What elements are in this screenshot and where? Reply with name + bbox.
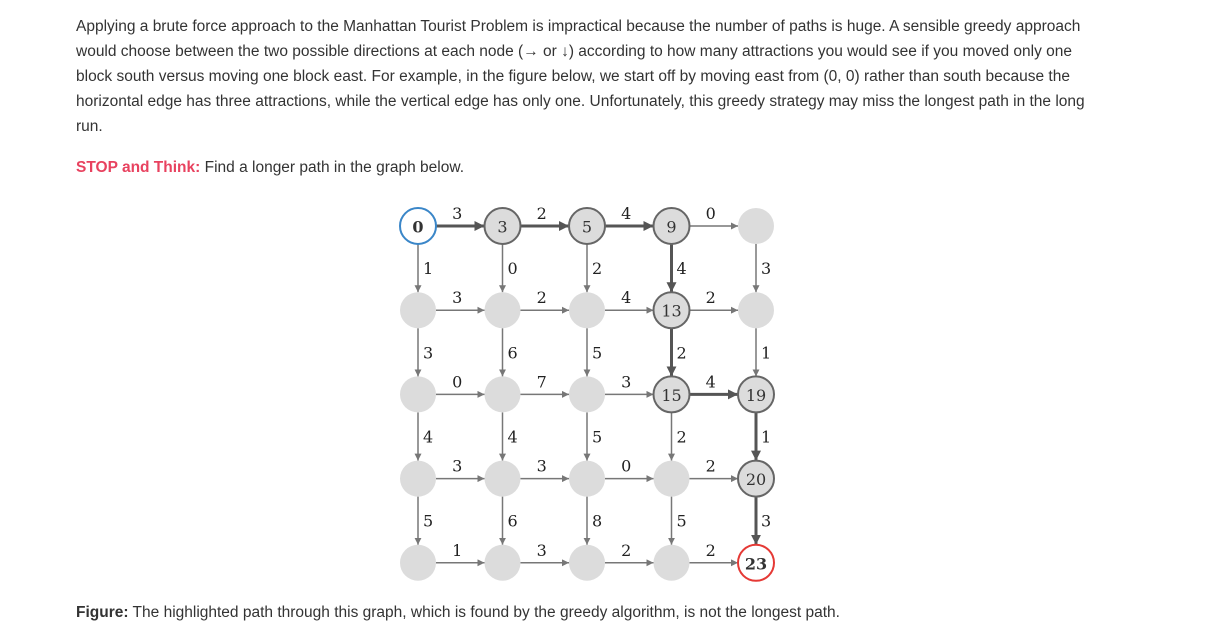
weight-v-3-4: 3 — [761, 512, 771, 531]
node-2-2 — [569, 376, 605, 413]
node-3-0 — [400, 460, 436, 497]
node-4-3 — [653, 544, 690, 581]
weight-h-4-2: 2 — [621, 541, 631, 560]
caption-label: Figure: — [76, 604, 129, 621]
weight-h-4-1: 3 — [537, 541, 547, 560]
node-2-0 — [400, 376, 436, 413]
stop-and-think-text: Find a longer path in the graph below. — [200, 159, 464, 176]
node-value-2-4: 19 — [746, 386, 766, 405]
node-0-1 — [483, 207, 522, 245]
weight-h-4-3: 2 — [706, 541, 716, 560]
node-value-0-3: 9 — [666, 218, 676, 237]
node-value-4-4: 23 — [745, 554, 767, 573]
weight-v-2-4: 1 — [761, 428, 771, 447]
node-0-0 — [399, 207, 437, 245]
node-3-4 — [737, 459, 775, 498]
weight-h-1-3: 2 — [706, 288, 716, 307]
weight-v-1-0: 3 — [423, 343, 433, 362]
node-value-0-0: 0 — [412, 218, 423, 237]
weight-v-0-1: 0 — [508, 259, 518, 278]
stop-and-think: STOP and Think: Find a longer path in th… — [76, 155, 464, 180]
node-1-4 — [738, 292, 774, 329]
node-value-0-2: 5 — [582, 218, 592, 237]
weight-v-0-4: 3 — [761, 259, 771, 278]
node-1-0 — [400, 292, 436, 329]
weight-v-2-2: 5 — [592, 428, 602, 447]
node-2-1 — [484, 376, 521, 413]
intro-paragraph: Applying a brute force approach to the M… — [76, 18, 1085, 135]
weight-v-1-2: 5 — [592, 343, 602, 362]
weight-h-2-0: 0 — [452, 372, 462, 391]
caption-text: The highlighted path through this graph,… — [128, 604, 840, 621]
weight-h-1-2: 4 — [621, 288, 631, 307]
node-3-1 — [484, 460, 521, 497]
node-3-2 — [569, 460, 605, 497]
weight-h-2-1: 7 — [537, 372, 547, 391]
node-2-4 — [737, 375, 775, 414]
figure-caption: Figure: The highlighted path through thi… — [76, 600, 840, 625]
weight-h-3-0: 3 — [452, 457, 462, 476]
weight-v-3-2: 8 — [592, 512, 602, 531]
node-1-1 — [484, 292, 521, 329]
node-value-0-1: 3 — [497, 218, 507, 237]
node-4-2 — [569, 544, 605, 581]
weight-h-0-3: 0 — [706, 204, 716, 223]
weight-v-2-0: 4 — [423, 428, 433, 447]
weight-v-1-3: 2 — [677, 343, 687, 362]
weight-v-0-0: 1 — [423, 259, 433, 278]
node-value-3-4: 20 — [746, 470, 766, 489]
weight-v-0-2: 2 — [592, 259, 602, 278]
node-0-4 — [738, 208, 774, 244]
weight-v-3-1: 6 — [508, 512, 518, 531]
weight-v-1-1: 6 — [508, 343, 518, 362]
node-value-1-3: 13 — [661, 302, 681, 321]
node-0-3 — [652, 207, 691, 245]
node-0-2 — [568, 207, 606, 245]
node-value-2-3: 15 — [661, 386, 681, 405]
weight-h-4-0: 1 — [452, 541, 462, 560]
weight-v-0-3: 4 — [677, 259, 687, 278]
node-1-3 — [652, 291, 691, 330]
weight-v-1-4: 1 — [761, 343, 771, 362]
weight-h-1-0: 3 — [452, 288, 462, 307]
weight-h-0-2: 4 — [621, 204, 631, 223]
weight-h-3-2: 0 — [621, 457, 631, 476]
weight-h-0-1: 2 — [537, 204, 547, 223]
weight-h-3-3: 2 — [706, 457, 716, 476]
node-4-4 — [737, 543, 775, 582]
weight-v-3-3: 5 — [677, 512, 687, 531]
weight-h-0-0: 3 — [452, 204, 462, 223]
node-3-3 — [653, 460, 690, 497]
node-4-0 — [400, 544, 436, 581]
stop-and-think-label: STOP and Think: — [76, 159, 201, 176]
node-4-1 — [484, 544, 521, 581]
node-1-2 — [569, 292, 605, 329]
weight-h-2-2: 3 — [621, 372, 631, 391]
weight-v-3-0: 5 — [423, 512, 433, 531]
weight-v-2-1: 4 — [508, 428, 518, 447]
weight-h-3-1: 3 — [537, 457, 547, 476]
weight-h-2-3: 4 — [706, 372, 716, 391]
node-2-3 — [652, 375, 691, 414]
weight-v-2-3: 2 — [677, 428, 687, 447]
weight-h-1-1: 2 — [537, 288, 547, 307]
